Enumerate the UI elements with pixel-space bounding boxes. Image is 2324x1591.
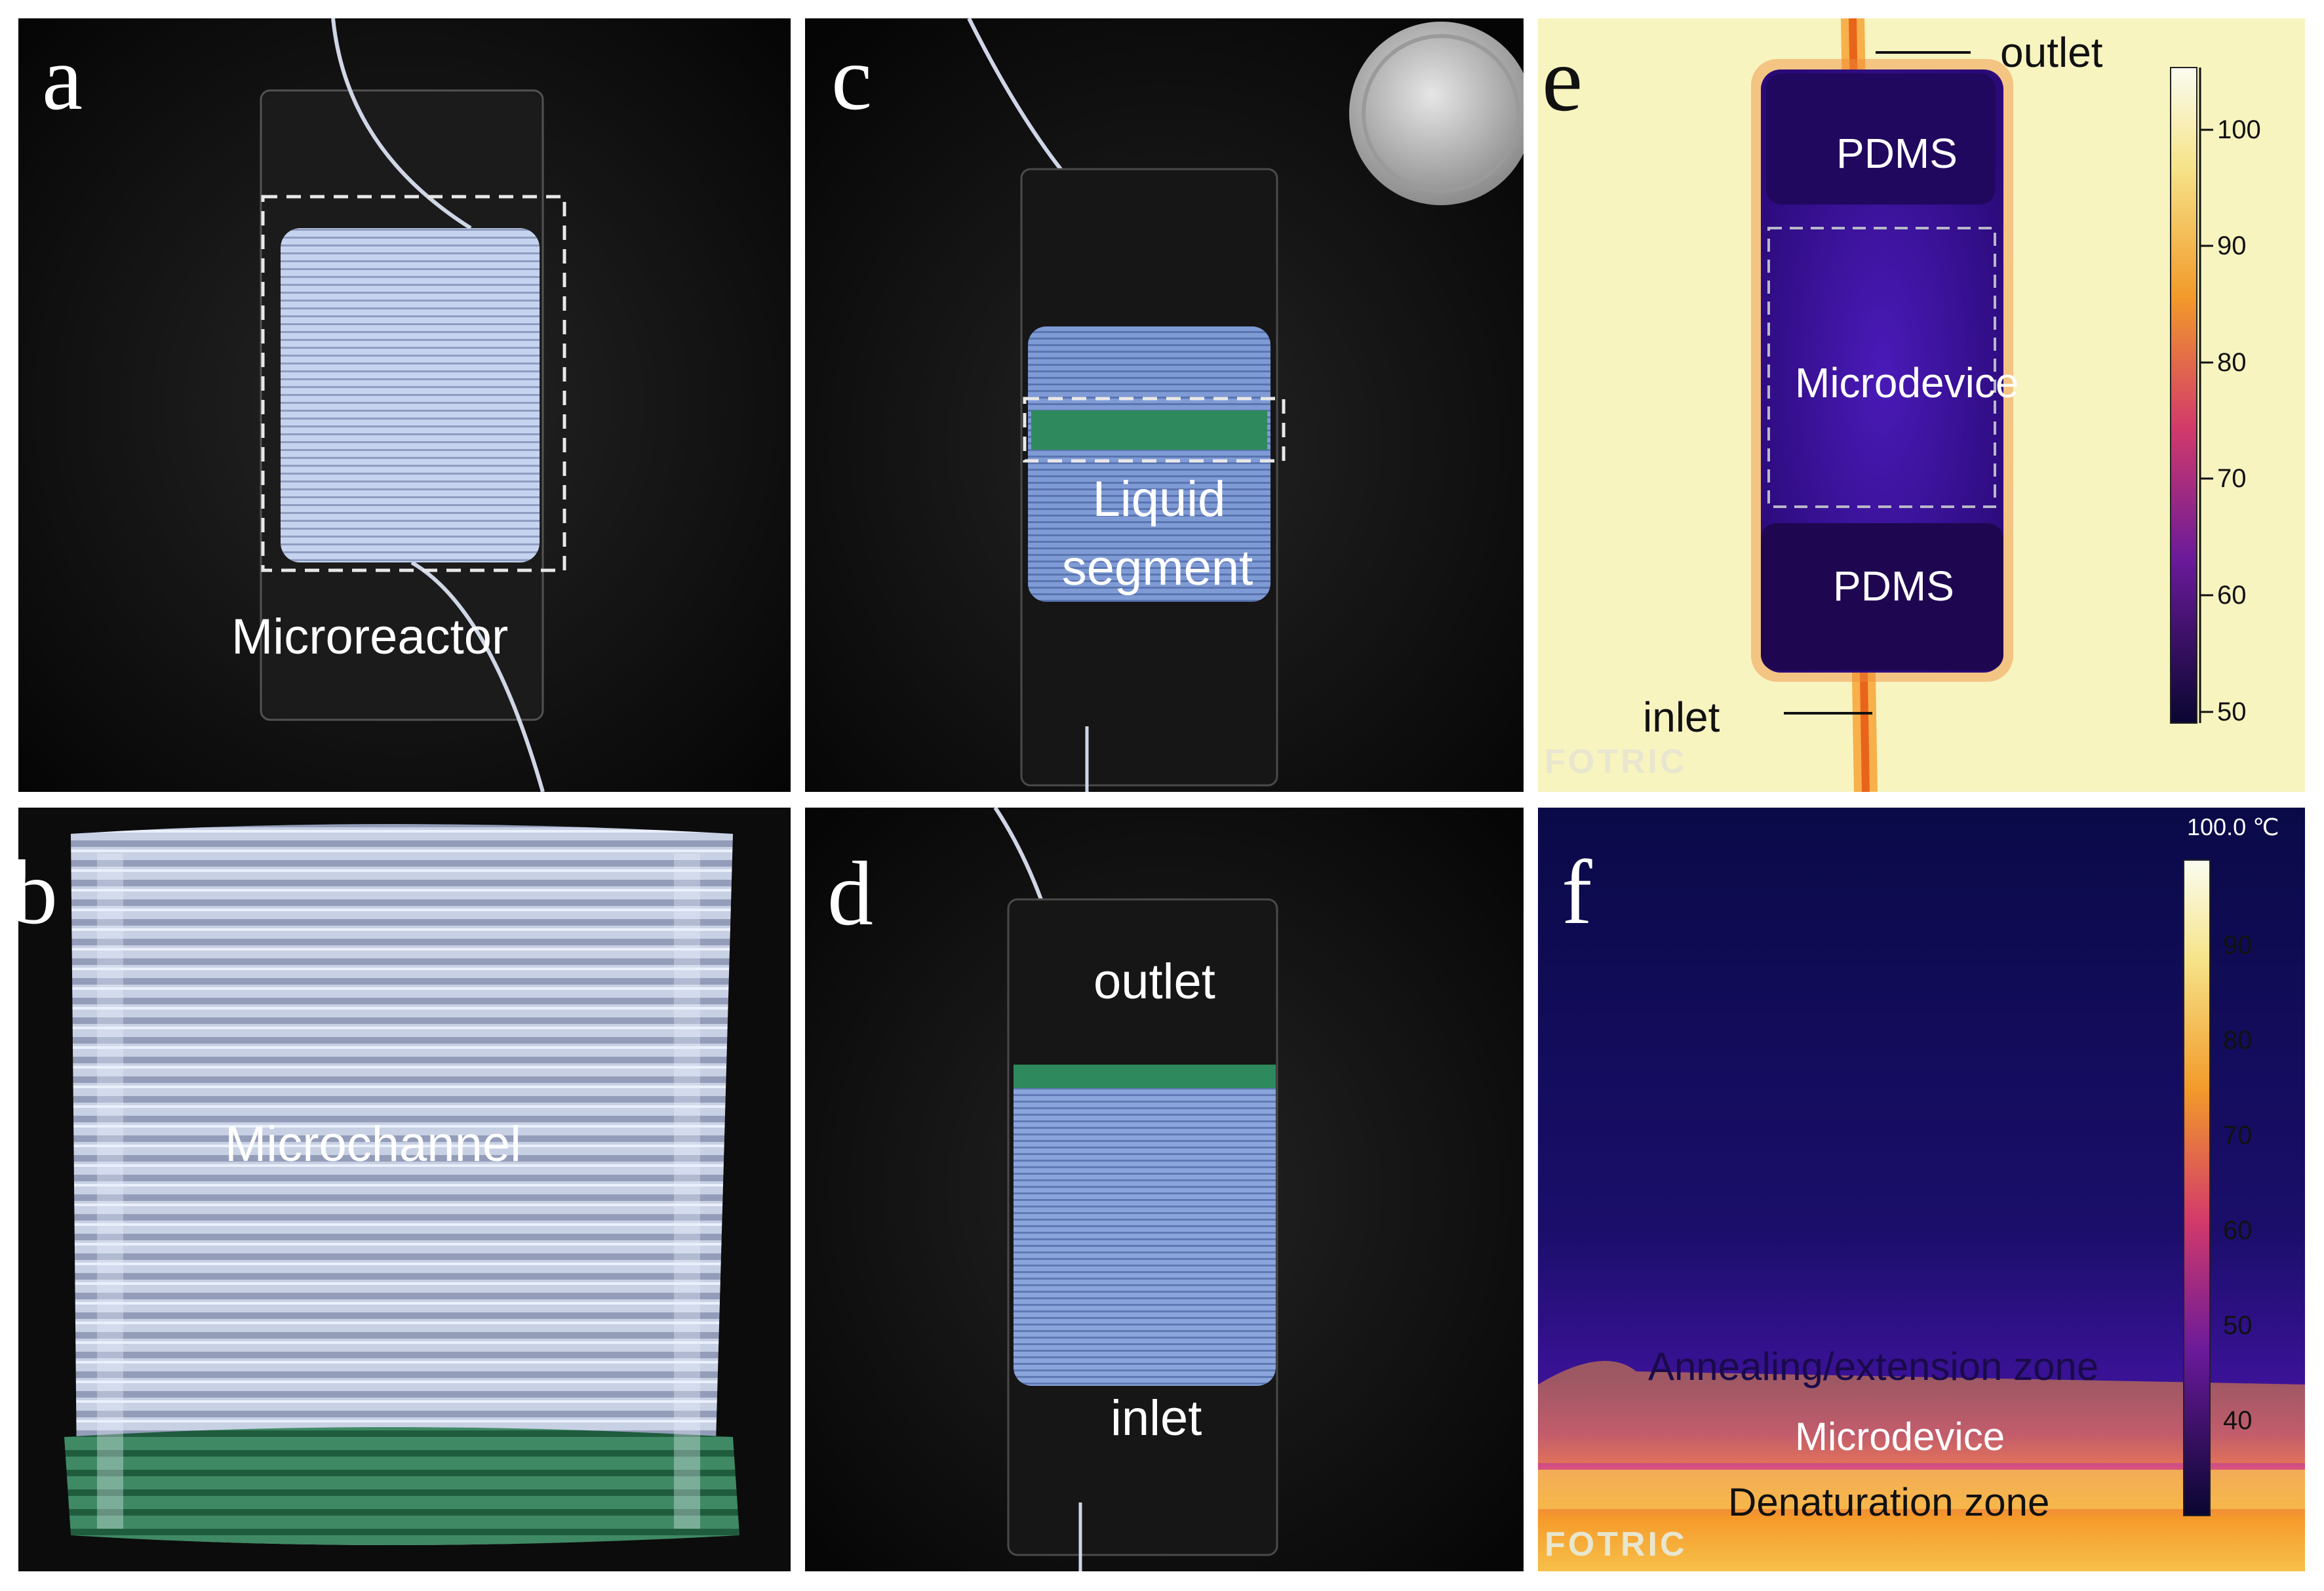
microreactor-photo (18, 18, 791, 792)
thermal-image-f (1538, 808, 2305, 1571)
panel-f-thermal-image: f 100.0 ℃ Annealing/extension zone Micro… (1538, 808, 2305, 1571)
panel-letter: e (1542, 29, 1583, 130)
panel-letter: b (18, 842, 58, 943)
fotric-watermark: FOTRIC (1545, 743, 1687, 781)
panel-d-inlet-outlet-photo: d outlet inlet (805, 808, 1524, 1571)
scale-tick: 40 (2223, 1406, 2253, 1435)
panel-a-microreactor-photo: a Microreactor (18, 18, 791, 792)
microchannel-photo (18, 808, 791, 1571)
outlet-label: outlet (2000, 29, 2103, 76)
fotric-watermark: FOTRIC (1545, 1525, 1687, 1563)
scale-tick: 60 (2223, 1216, 2253, 1245)
inlet-outlet-photo (805, 808, 1524, 1571)
scale-tick: 70 (2217, 464, 2247, 493)
panel-e-thermal-image: e outlet inlet PDMS Microdevice PDMS 100… (1538, 18, 2305, 792)
panel-b-microchannel-photo: b Microchannel (18, 808, 791, 1571)
scale-tick: 80 (2223, 1026, 2253, 1055)
liquid-segment-label-line2: segment (1061, 540, 1253, 596)
pdms-bottom-label: PDMS (1833, 562, 1954, 610)
scale-tick: 90 (2223, 931, 2253, 960)
scale-tick: 60 (2217, 581, 2247, 610)
microchannel-label: Microchannel (225, 1116, 521, 1172)
thermal-image-e (1538, 18, 2305, 792)
annealing-zone-label: Annealing/extension zone (1648, 1345, 2099, 1388)
panel-letter: d (827, 843, 873, 945)
scale-tick: 50 (2223, 1311, 2253, 1340)
panel-c-liquid-segment-photo: c Liquid segment (805, 18, 1524, 792)
microdevice-label: Microdevice (1795, 1415, 2005, 1459)
liquid-segment-photo (805, 18, 1524, 792)
scale-tick: 100 (2217, 115, 2261, 144)
scale-max-label: 100.0 ℃ (2187, 814, 2279, 840)
outlet-label: outlet (1093, 954, 1215, 1010)
pdms-top-label: PDMS (1836, 130, 1958, 177)
scale-tick: 90 (2217, 231, 2247, 260)
panel-letter: a (42, 28, 83, 129)
inlet-label: inlet (1111, 1390, 1202, 1446)
scale-tick: 50 (2217, 697, 2247, 726)
scale-tick: 80 (2217, 348, 2247, 377)
panel-letter: f (1562, 842, 1592, 943)
panel-letter: c (831, 28, 873, 129)
liquid-segment-label-line1: Liquid (1092, 471, 1226, 527)
microreactor-label: Microreactor (231, 609, 509, 665)
scale-tick: 70 (2223, 1121, 2253, 1150)
microdevice-label: Microdevice (1795, 359, 2019, 406)
denaturation-zone-label: Denaturation zone (1728, 1480, 2050, 1524)
inlet-label: inlet (1643, 694, 1720, 741)
